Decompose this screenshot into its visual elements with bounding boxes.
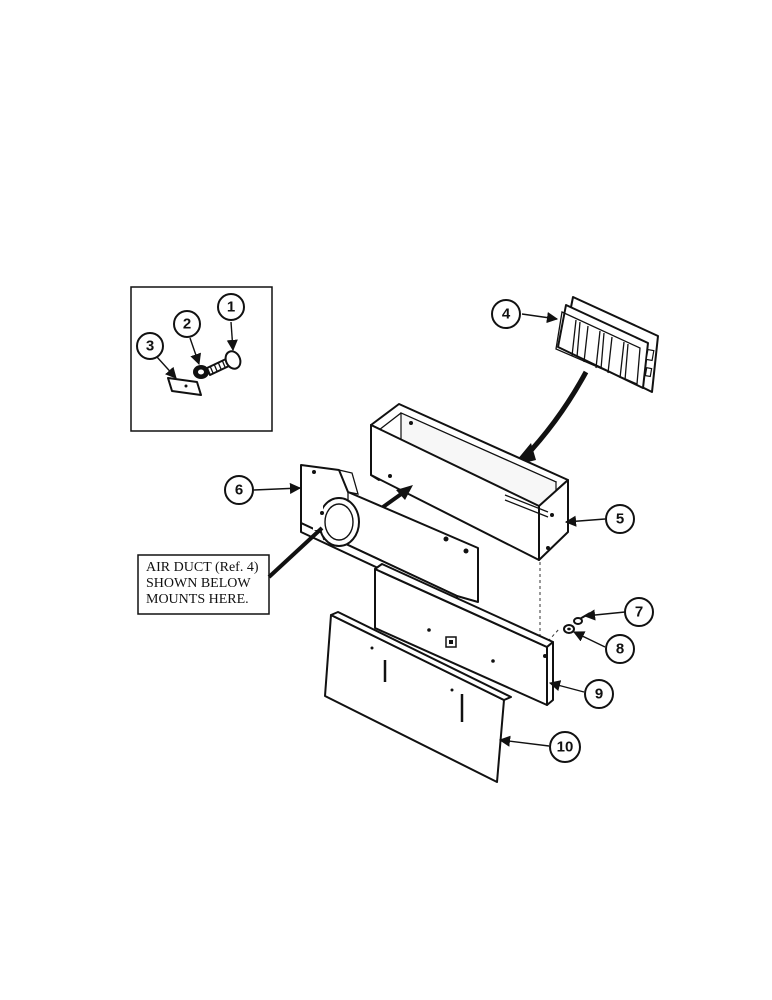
svg-text:9: 9 (595, 686, 603, 703)
svg-text:5: 5 (616, 511, 624, 528)
callout-3: 3 (136, 332, 164, 360)
assembly-arrow-bracket-head (396, 485, 413, 500)
note-line-1: AIR DUCT (Ref. 4) (146, 560, 259, 575)
callout-2: 2 (173, 310, 201, 338)
svg-text:4: 4 (502, 306, 511, 323)
callout-6: 6 (224, 475, 254, 505)
cover-panel (324, 611, 512, 783)
note-line-3: MOUNTS HERE. (146, 592, 249, 607)
callout-1: 1 (217, 293, 245, 321)
screw (206, 350, 242, 376)
callout-8: 8 (605, 634, 635, 664)
air-vent-louver (555, 296, 659, 393)
duct-housing (370, 403, 569, 561)
svg-text:10: 10 (557, 739, 574, 756)
clip-nut (167, 377, 202, 396)
callout-5: 5 (605, 504, 635, 534)
air-duct-note: AIR DUCT (Ref. 4) SHOWN BELOW MOUNTS HER… (137, 554, 270, 615)
svg-text:1: 1 (227, 299, 235, 316)
assembly-line-fastener (539, 627, 561, 651)
callout-10: 10 (549, 731, 581, 763)
note-line-2: SHOWN BELOW (146, 576, 251, 591)
washer (193, 365, 209, 379)
mounting-plate (374, 563, 554, 706)
screw-small (573, 612, 591, 625)
callout-7: 7 (624, 597, 654, 627)
callout-4: 4 (491, 299, 521, 329)
callout-9: 9 (584, 679, 614, 709)
assembly-arrow-louver (522, 370, 589, 460)
svg-text:7: 7 (635, 604, 643, 621)
leader-lines (156, 312, 626, 747)
note-pointer (267, 526, 324, 579)
svg-text:6: 6 (235, 482, 243, 499)
svg-text:2: 2 (183, 316, 191, 333)
svg-text:3: 3 (146, 338, 154, 355)
lock-washer (563, 624, 575, 634)
hardware-detail-inset (130, 286, 273, 432)
svg-text:8: 8 (616, 641, 624, 658)
